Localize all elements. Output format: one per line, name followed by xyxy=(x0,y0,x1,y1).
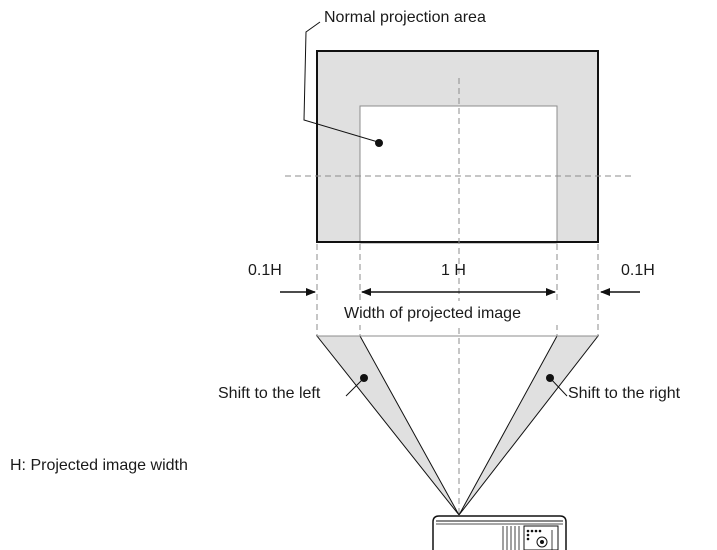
projection-area-group xyxy=(316,50,599,244)
normal-projection-area-label: Normal projection area xyxy=(324,9,486,26)
width-caption-bg xyxy=(340,301,580,325)
normal-area-dot xyxy=(375,139,383,147)
projector-icon xyxy=(432,515,567,550)
width-caption: Width of projected image xyxy=(344,305,521,322)
shift-right-wedge xyxy=(458,335,600,516)
right-offset-label: 0.1H xyxy=(621,262,655,279)
shift-left-wedge xyxy=(315,335,460,516)
left-offset-label: 0.1H xyxy=(248,262,282,279)
shift-left-leader xyxy=(345,377,365,397)
normal-area-leader xyxy=(303,21,379,143)
legend-label: H: Projected image width xyxy=(10,457,188,474)
shift-right-label: Shift to the right xyxy=(568,385,681,402)
center-width-label: 1 H xyxy=(441,262,466,279)
shift-right-leader xyxy=(549,377,568,397)
shift-left-label: Shift to the left xyxy=(218,385,321,402)
